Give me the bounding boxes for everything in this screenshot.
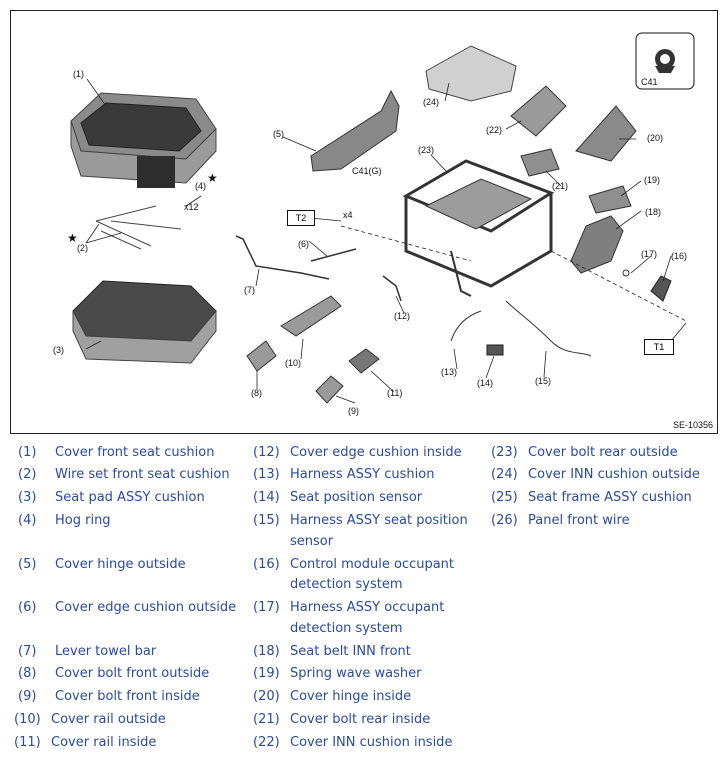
seat-belt-inn-front-part: [570, 215, 624, 274]
cover-rail-inside-part: [348, 348, 380, 374]
cover-inn-cushion-outside-part: [425, 45, 517, 102]
callout-7: (7): [244, 285, 255, 295]
legend-item: (13)Harness ASSY cushion: [253, 467, 435, 482]
star-marker: ★: [207, 171, 218, 185]
callout-5: (5): [273, 129, 284, 139]
callout-21: (21): [552, 181, 569, 191]
figure-code: SE-10356: [672, 420, 713, 430]
legend-item: (10)Cover rail outside: [14, 712, 166, 727]
callout-24: (24): [423, 97, 440, 107]
callout-6: (6): [298, 239, 309, 249]
legend-item: (4)Hog ring: [18, 513, 111, 528]
legend-item-continuation: detection system: [290, 577, 403, 592]
legend-item: (3)Seat pad ASSY cushion: [18, 490, 205, 505]
x4-quantity: x4: [343, 210, 353, 220]
seat-pad-part: [72, 280, 217, 364]
callout-23: (23): [418, 145, 435, 155]
legend-item: (22)Cover INN cushion inside: [253, 735, 453, 750]
callout-4: (4): [195, 181, 206, 191]
legend-item: (12)Cover edge cushion inside: [253, 445, 462, 460]
cover-bolt-front-outside-part: [246, 340, 277, 372]
cover-inn-cushion-inside-part: [510, 85, 567, 137]
leader-lines: [85, 78, 687, 404]
cover-bolt-front-inside-part: [315, 375, 344, 404]
callout-9: (9): [348, 406, 359, 416]
legend-item: (11)Cover rail inside: [14, 735, 157, 750]
star-marker: ★: [67, 231, 78, 245]
x12-quantity: x12: [184, 202, 199, 212]
diagram-drawing: [70, 32, 695, 404]
legend-item: (14)Seat position sensor: [253, 490, 423, 505]
legend-item: (18)Seat belt INN front: [253, 644, 411, 659]
callout-8: (8): [251, 388, 262, 398]
callout-11: (11): [387, 388, 403, 398]
callout-19: (19): [644, 175, 661, 185]
lever-towel-bar-part: [235, 235, 330, 280]
legend-item: (23)Cover bolt rear outside: [491, 445, 678, 460]
legend-item: (6)Cover edge cushion outside: [18, 600, 237, 615]
cover-edge-cushion-inside-part: [382, 275, 402, 302]
legend-item: (9)Cover bolt front inside: [18, 689, 200, 704]
legend-item: (25)Seat frame ASSY cushion: [491, 490, 692, 505]
seat-frame-part: [402, 159, 555, 297]
callout-16: (16): [671, 251, 688, 261]
legend-item: (24)Cover INN cushion outside: [491, 467, 700, 482]
wire-set-part: [95, 205, 182, 250]
clip-c41-icon: [655, 49, 675, 73]
legend-item: (15)Harness ASSY seat position: [253, 513, 468, 528]
harness-cushion-part: [450, 310, 482, 342]
exploded-diagram: (1) (2) (3) (4) ★ ★ x12 (5) C41(G) (23) …: [10, 10, 718, 434]
legend-item: (20)Cover hinge inside: [253, 689, 412, 704]
callout-15: (15): [535, 376, 552, 386]
callout-17: (17): [641, 249, 658, 259]
legend-item: (21)Cover bolt rear inside: [253, 712, 431, 727]
cover-rail-outside-part: [280, 295, 342, 337]
legend-item: (5)Cover hinge outside: [18, 557, 186, 572]
legend-item: (19)Spring wave washer: [253, 666, 422, 681]
callout-22: (22): [486, 125, 503, 135]
c41g-label: C41(G): [352, 166, 382, 176]
cover-edge-cushion-outside-part: [310, 248, 357, 262]
legend-item: (17)Harness ASSY occupant: [253, 600, 445, 615]
seat-position-sensor-part: [486, 344, 504, 356]
legend-item-continuation: sensor: [290, 534, 334, 549]
cover-hinge-outside-part: [310, 89, 400, 172]
spring-wave-washer-part: [588, 185, 632, 214]
control-module-part: [650, 275, 672, 302]
legend-item: (1)Cover front seat cushion: [18, 445, 215, 460]
callout-14: (14): [477, 378, 494, 388]
cover-hinge-inside-part: [575, 105, 637, 162]
callout-13: (13): [441, 367, 458, 377]
t1-torque-label: T1: [644, 339, 674, 355]
legend-item: (7)Lever towel bar: [18, 644, 157, 659]
seat-cushion-cover-part: [70, 92, 217, 188]
harness-occupant-part: [622, 269, 630, 277]
legend-item: (8)Cover bolt front outside: [18, 666, 210, 681]
legend-item: (2)Wire set front seat cushion: [18, 467, 230, 482]
callout-10: (10): [285, 358, 302, 368]
harness-seat-position-part: [505, 300, 592, 357]
callout-12: (12): [394, 311, 411, 321]
t2-torque-label: T2: [287, 210, 315, 226]
legend-item-continuation: detection system: [290, 621, 403, 636]
legend-item: (26)Panel front wire: [491, 513, 630, 528]
parts-legend: (1)Cover front seat cushion (2)Wire set …: [0, 440, 727, 759]
legend-item: (16)Control module occupant: [253, 557, 455, 572]
callout-18: (18): [645, 207, 662, 217]
callout-3: (3): [53, 345, 64, 355]
callout-2: (2): [77, 243, 88, 253]
cover-bolt-rear-inside-part: [520, 148, 560, 177]
callout-1: (1): [73, 69, 84, 79]
callout-20: (20): [647, 133, 664, 143]
c41-box-label: C41: [641, 77, 658, 87]
